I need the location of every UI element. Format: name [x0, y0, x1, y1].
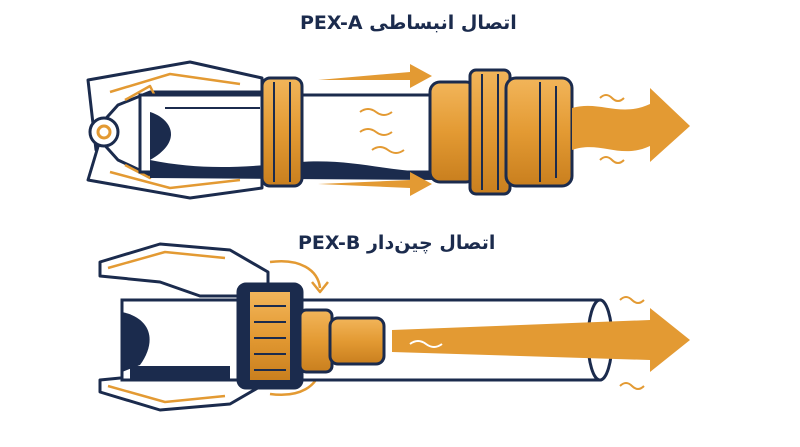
pex-a-assembly: [86, 60, 690, 200]
pex-a-outlet-arrow: [572, 88, 690, 164]
pex-a-expansion-ring: [260, 76, 304, 188]
flow-arrow-icon: [318, 64, 432, 196]
pex-a-title: اتصال انبساطی PEX-A: [300, 12, 517, 34]
pex-b-fitting: [298, 308, 386, 374]
pex-a-fitting: [428, 68, 574, 196]
pex-b-assembly: [98, 242, 690, 412]
pex-b-title: اتصال چین‌دار PEX-B: [298, 232, 496, 254]
pex-b-crimp-ring: [236, 282, 304, 390]
heat-wave-icon: [359, 108, 405, 154]
pex-b-flow-arrow: [392, 296, 690, 390]
crimp-tool-icon: [98, 242, 329, 412]
